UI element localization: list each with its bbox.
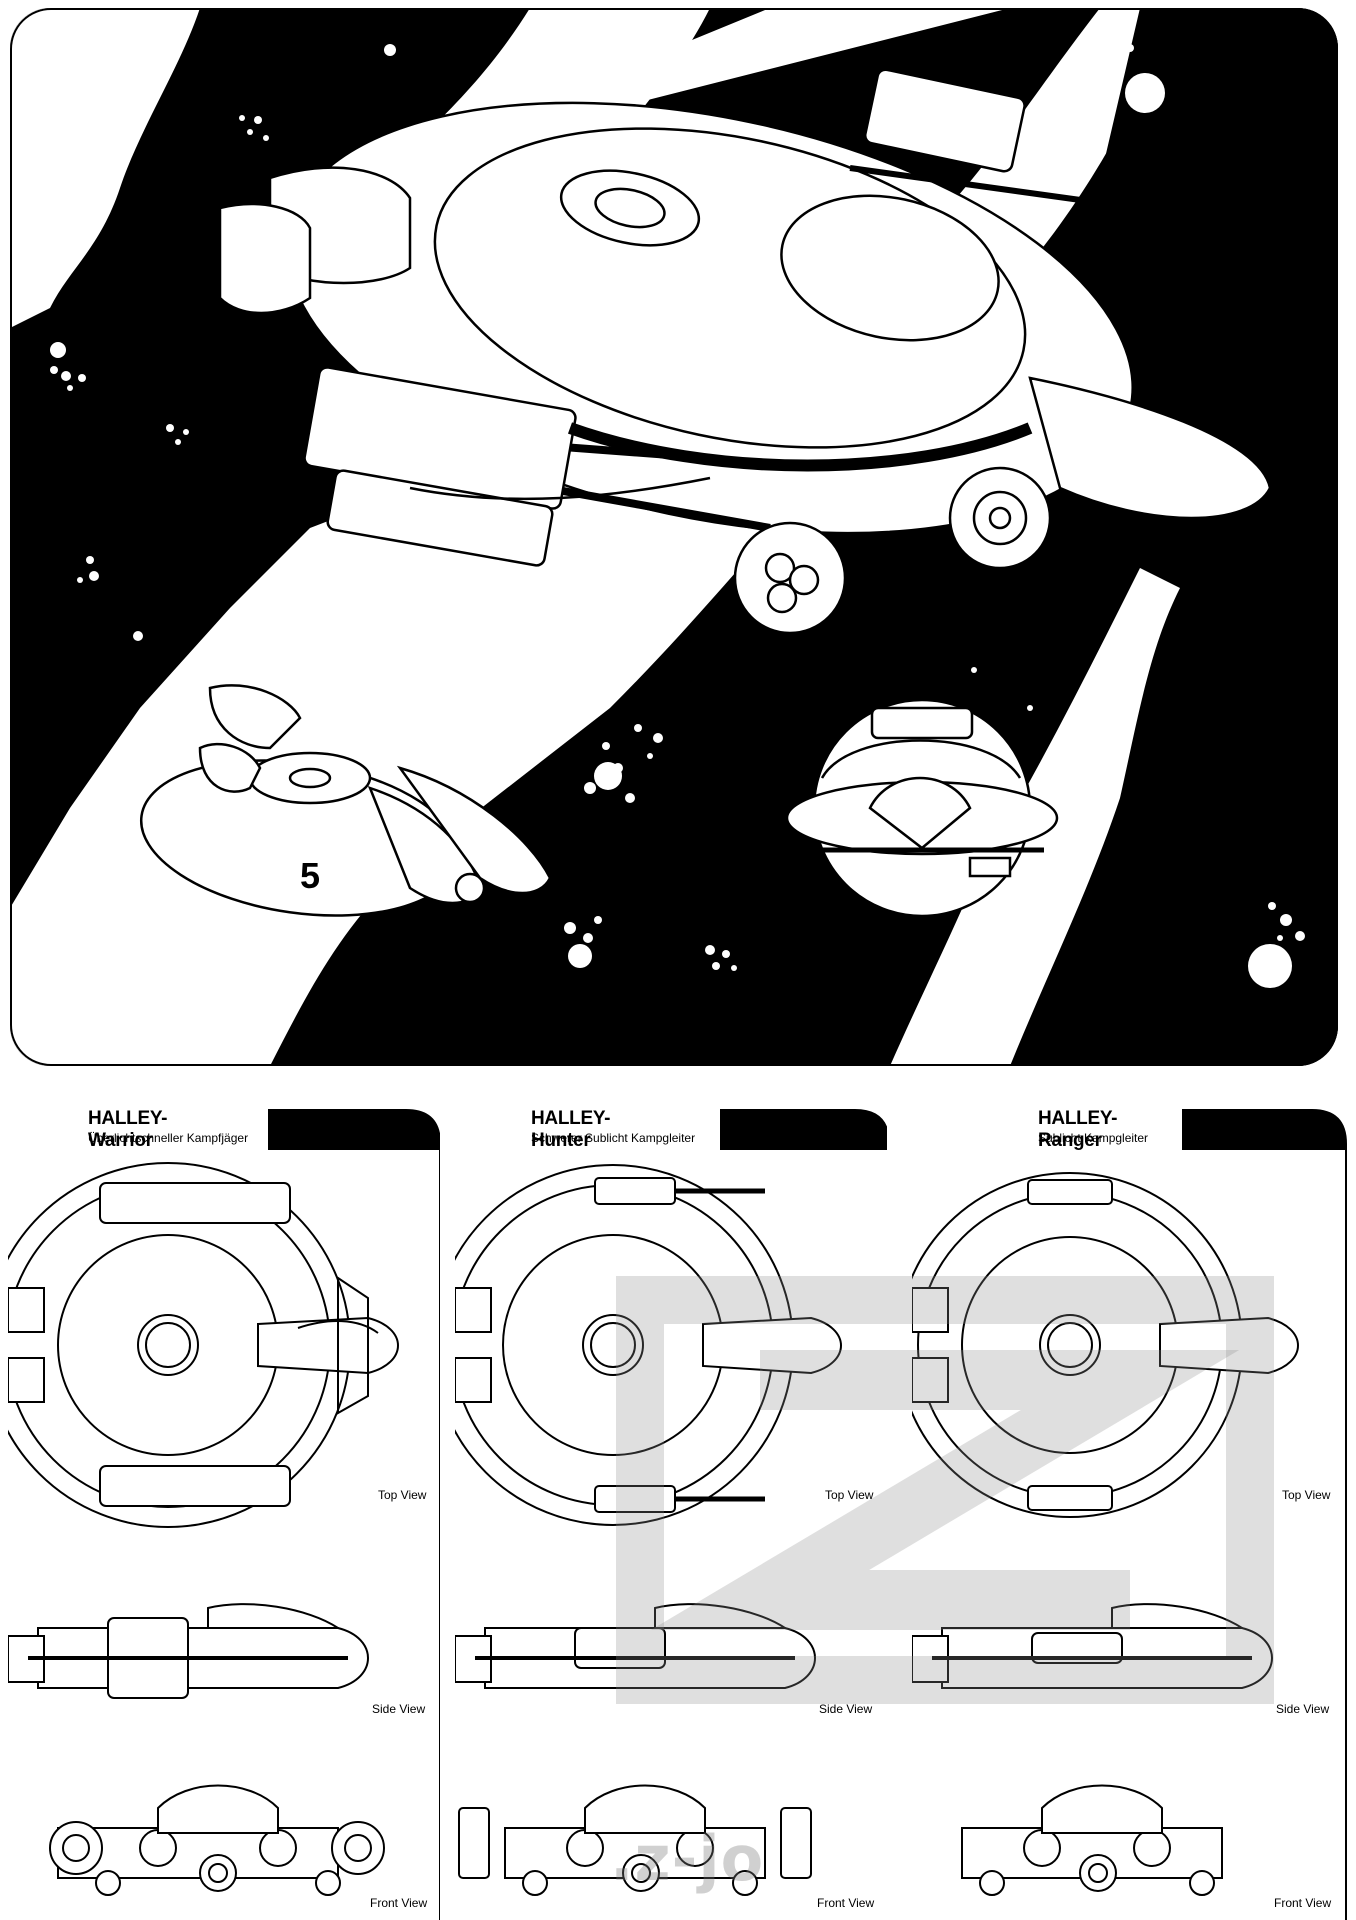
panel-warrior-frame <box>268 1109 440 1920</box>
hunter-blueprints <box>455 1164 842 1896</box>
panel-ranger: HALLEY-Ranger Sublicht Kampgleiter <box>912 1108 1348 1920</box>
panel-subtitle: Sublicht Kampgleiter <box>1038 1131 1149 1145</box>
panel-hunter: HALLEY-Hunter Schwerer Sublicht Kampglei… <box>455 1108 887 1920</box>
warrior-ship: 5 <box>139 684 552 917</box>
hunter-ship <box>218 68 1272 635</box>
space-illustration: 5 <box>10 8 1338 1066</box>
panel-title: HALLEY-Warrior <box>88 1108 168 1151</box>
panel-subtitle: Schwerer Sublicht Kampgleiter <box>531 1131 696 1145</box>
side-view-label: Side View <box>1276 1702 1330 1716</box>
panel-title: HALLEY-Hunter <box>531 1108 611 1151</box>
space-scene: 5 <box>10 8 1338 1066</box>
panel-subtitle: Überlichtschneller Kampfjäger <box>88 1131 249 1145</box>
svg-text:5: 5 <box>300 855 320 896</box>
panel-hunter-frame <box>720 1109 887 1150</box>
panel-ranger-frame <box>1182 1109 1347 1920</box>
top-view-label: Top View <box>825 1488 874 1502</box>
top-view-label: Top View <box>1282 1488 1331 1502</box>
ranger-ship <box>785 698 1059 918</box>
front-view-label: Front View <box>817 1896 875 1910</box>
warrior-blueprints <box>8 1162 399 1896</box>
top-view-label: Top View <box>378 1488 427 1502</box>
watermark-text: .z-jo <box>610 1822 765 1895</box>
panel-warrior: HALLEY-Warrior Überlichtschneller Kampfj… <box>8 1108 440 1920</box>
side-view-label: Side View <box>819 1702 873 1716</box>
ranger-blueprints <box>912 1172 1299 1896</box>
panel-title: HALLEY-Ranger <box>1038 1108 1118 1151</box>
front-view-label: Front View <box>1274 1896 1332 1910</box>
side-view-label: Side View <box>372 1702 426 1716</box>
front-view-label: Front View <box>370 1896 428 1910</box>
